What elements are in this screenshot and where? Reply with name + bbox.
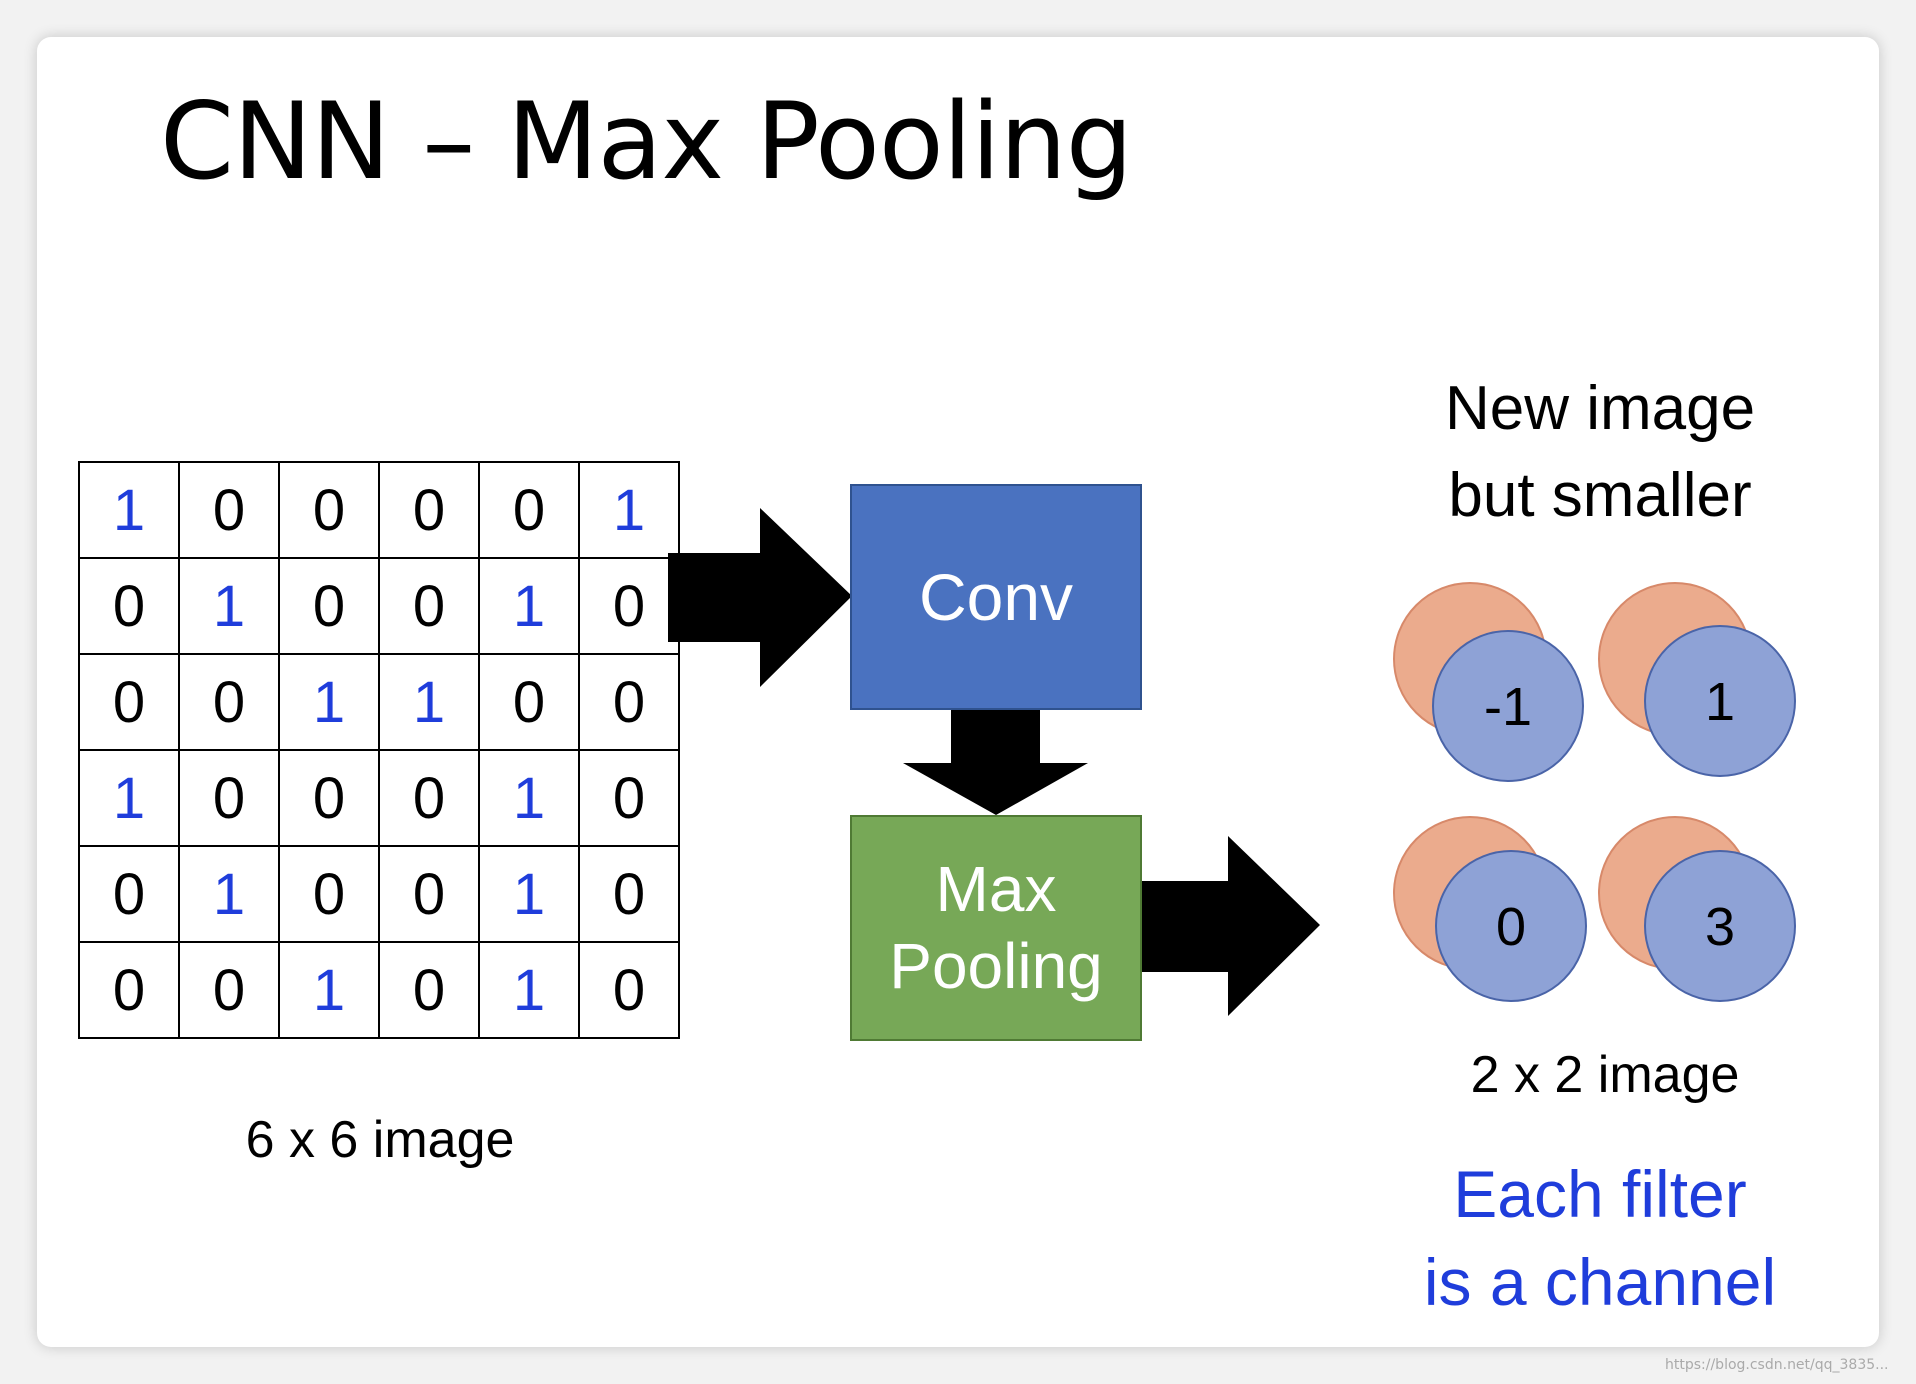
grid-cell: 1 xyxy=(178,845,280,943)
grid-cell: 0 xyxy=(378,461,480,559)
output-caption: 2 x 2 image xyxy=(1470,1046,1740,1104)
grid-cell: 0 xyxy=(278,461,380,559)
grid-cell: 1 xyxy=(578,461,680,559)
grid-cell: 0 xyxy=(178,749,280,847)
grid-cell: 1 xyxy=(478,749,580,847)
grid-cell: 0 xyxy=(278,749,380,847)
output-value-3: 0 xyxy=(1495,897,1527,957)
grid-cell: 1 xyxy=(478,845,580,943)
grid-cell: 0 xyxy=(278,557,380,655)
max-pooling-box: Max Pooling xyxy=(850,815,1142,1041)
new-image-heading: New image but smaller xyxy=(1395,366,1805,540)
grid-cell: 0 xyxy=(478,653,580,751)
grid-cell: 0 xyxy=(78,557,180,655)
grid-cell: 1 xyxy=(478,557,580,655)
input-grid-caption: 6 x 6 image xyxy=(245,1111,515,1169)
watermark: https://blog.csdn.net/qq_3835... xyxy=(1665,1357,1889,1373)
channel-note-line1: Each filter xyxy=(1453,1157,1747,1231)
output-value-4: 3 xyxy=(1704,897,1736,957)
front-circle-3 xyxy=(1435,850,1587,1002)
grid-cell: 0 xyxy=(578,557,680,655)
grid-cell: 0 xyxy=(378,845,480,943)
grid-cell: 0 xyxy=(578,749,680,847)
front-circle-1 xyxy=(1432,630,1584,782)
max-pooling-line2: Pooling xyxy=(889,930,1103,1002)
grid-cell: 1 xyxy=(78,461,180,559)
arrow-conv-to-pool xyxy=(903,710,1088,815)
grid-cell: 0 xyxy=(578,653,680,751)
new-image-heading-line1: New image xyxy=(1444,374,1756,443)
grid-cell: 0 xyxy=(178,941,280,1039)
output-value-2: 1 xyxy=(1704,672,1736,732)
front-circle-4 xyxy=(1644,850,1796,1002)
conv-box: Conv xyxy=(850,484,1142,710)
grid-cell: 0 xyxy=(178,653,280,751)
grid-cell: 1 xyxy=(478,941,580,1039)
grid-cell: 0 xyxy=(78,845,180,943)
arrow-pool-to-output xyxy=(1136,836,1320,1016)
grid-cell: 1 xyxy=(278,653,380,751)
grid-cell: 0 xyxy=(378,557,480,655)
grid-cell: 0 xyxy=(378,749,480,847)
grid-cell: 1 xyxy=(178,557,280,655)
channel-note-line2: is a channel xyxy=(1423,1245,1777,1320)
grid-cell: 0 xyxy=(578,941,680,1039)
grid-cell: 1 xyxy=(378,653,480,751)
channel-note: Each filter is a channel xyxy=(1390,1150,1810,1327)
grid-cell: 1 xyxy=(278,941,380,1039)
new-image-heading-line2: but smaller xyxy=(1448,460,1752,530)
grid-cell: 1 xyxy=(78,749,180,847)
grid-cell: 0 xyxy=(278,845,380,943)
grid-cell: 0 xyxy=(78,941,180,1039)
max-pooling-line1: Max xyxy=(935,853,1057,926)
grid-cell: 0 xyxy=(178,461,280,559)
output-value-1: -1 xyxy=(1483,677,1532,737)
grid-cell: 0 xyxy=(378,941,480,1039)
front-circle-2 xyxy=(1644,625,1796,777)
page-title: CNN – Max Pooling xyxy=(160,80,1133,203)
grid-cell: 0 xyxy=(578,845,680,943)
arrow-grid-to-conv xyxy=(668,508,852,687)
grid-cell: 0 xyxy=(78,653,180,751)
grid-cell: 0 xyxy=(478,461,580,559)
